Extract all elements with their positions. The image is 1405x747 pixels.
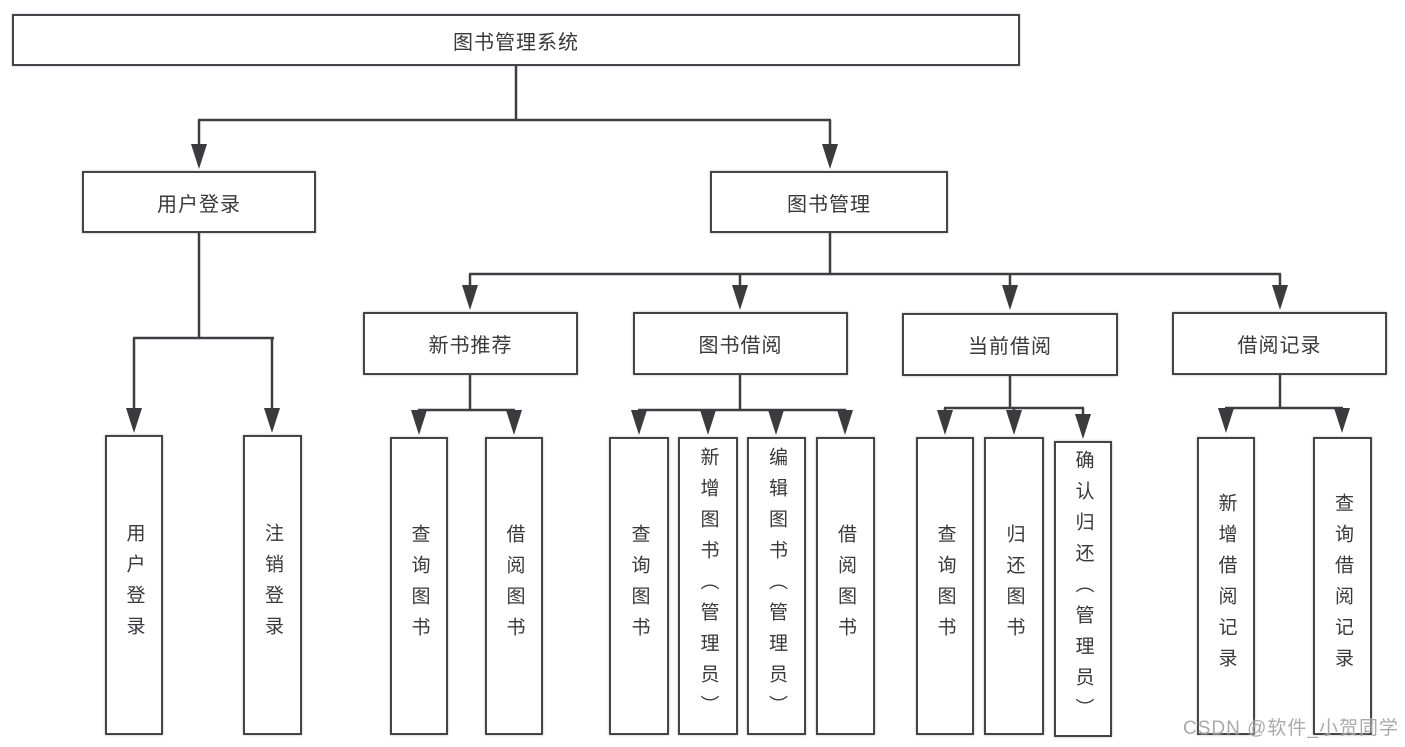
leaf-query-borrow-record: 查询借阅记录 [1313,437,1372,735]
leaf-edit-book-admin: 编辑图书（管理员） [747,437,806,735]
node-new-book-recommend: 新书推荐 [363,312,578,375]
node-book-management: 图书管理 [710,171,948,233]
leaf-query-books-2: 查询图书 [609,437,669,735]
csdn-watermark: CSDN @软件_小贺同学 [1183,718,1399,739]
leaf-borrow-books-2: 借阅图书 [816,437,875,735]
connector-arrow [126,120,1350,439]
node-library-management-system: 图书管理系统 [12,14,1020,66]
leaf-return-book: 归还图书 [984,437,1044,735]
leaf-add-borrow-record: 新增借阅记录 [1197,437,1255,735]
node-user-login: 用户登录 [82,171,316,233]
leaf-user-login: 用户登录 [105,435,163,735]
leaf-confirm-return-admin: 确认归还（管理员） [1054,441,1112,737]
node-current-borrow: 当前借阅 [902,313,1118,376]
node-book-borrow: 图书借阅 [633,312,848,375]
leaf-logout: 注销登录 [243,435,302,735]
node-borrow-records: 借阅记录 [1172,312,1387,375]
leaf-add-book-admin: 新增图书（管理员） [678,437,738,735]
leaf-borrow-books-1: 借阅图书 [485,437,543,735]
leaf-query-books-1: 查询图书 [390,437,448,735]
leaf-query-books-3: 查询图书 [916,437,974,735]
